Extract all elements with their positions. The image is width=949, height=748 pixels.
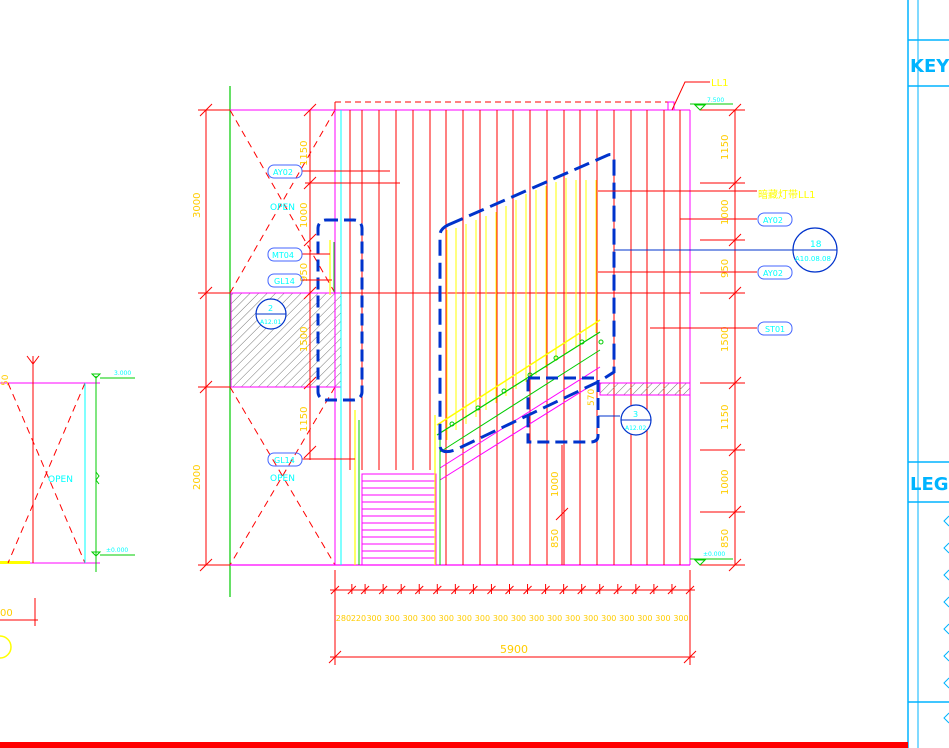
bottom-dim-label: 300 [565, 614, 580, 623]
bottom-dim-label: 300 [601, 614, 616, 623]
dim-right-1000a: 1000 [720, 200, 731, 225]
section-18-num: 18 [810, 240, 822, 250]
tag-ay02-right-b: AY02 [763, 269, 783, 278]
dim-inner-850: 850 [550, 529, 561, 548]
tag-ay02-right-a: AY02 [763, 216, 783, 225]
bottom-dim-label: 300 [385, 614, 400, 623]
bottom-dim-label: 300 [583, 614, 598, 623]
left-level-top: 3.000 [114, 370, 131, 377]
section-18-ref: A10.08.08 [795, 255, 831, 263]
main-elevation: 3000 2000 OPEN OPEN [192, 78, 838, 665]
bottom-dim-label: 280 [336, 614, 351, 623]
detail-callout-landing [526, 376, 600, 444]
section-3-num: 3 [633, 410, 638, 419]
bottom-dim-label: 300 [421, 614, 436, 623]
dim-right-950: 950 [720, 259, 731, 278]
tag-gl14-lower: GL14 [274, 456, 295, 465]
landing-hatch [599, 382, 691, 396]
open-label-upper: OPEN [270, 203, 295, 213]
dim-left-1150a: 1150 [299, 141, 310, 166]
ll1-tag: LL1 [711, 78, 729, 89]
dim-inner-1000: 1000 [550, 472, 561, 497]
left-dim-bottom: 00 [0, 608, 13, 619]
title-block: KEY LEG [907, 0, 949, 748]
sheet-border-bottom [0, 742, 908, 748]
bottom-dim-label: 300 [439, 614, 454, 623]
ll1-note: 暗藏灯带LL1 [758, 188, 816, 201]
bottom-dim-label: 300 [493, 614, 508, 623]
bottom-dim-label: 300 [655, 614, 670, 623]
panel-grid [349, 110, 681, 565]
overall-width-dim: 5900 [500, 643, 528, 656]
bottom-dim-label: 300 [511, 614, 526, 623]
left-dim-side: 50 [1, 374, 11, 386]
bottom-dim-label: 300 [637, 614, 652, 623]
dim-inner-570: 570 [587, 389, 597, 406]
key-label: KEY [910, 56, 949, 77]
section-3-ref: A12.02 [625, 425, 646, 432]
bottom-dim-ticks [330, 584, 695, 595]
stair-flight [329, 240, 604, 566]
tag-gl14-upper: GL14 [274, 277, 295, 286]
dim-right-1150b: 1150 [720, 405, 731, 430]
legend-markers [943, 515, 949, 724]
bottom-dim-label: 300 [366, 614, 381, 623]
bottom-dim-label: 300 [475, 614, 490, 623]
level-bottom: ±0.000 [703, 551, 725, 558]
bottom-dim-label: 300 [403, 614, 418, 623]
dim-right-1500: 1500 [720, 327, 731, 352]
section-2-num: 2 [268, 304, 273, 313]
tag-ay02-left: AY02 [273, 168, 293, 177]
dim-right-850: 850 [720, 529, 731, 548]
bottom-dim-label: 300 [673, 614, 688, 623]
bottom-dim-label: 220 [351, 614, 366, 623]
level-top: 7.500 [707, 97, 724, 104]
dim-right-1000b: 1000 [720, 470, 731, 495]
floor-slab-hatch [230, 292, 342, 388]
dim-left-2000: 2000 [192, 465, 203, 490]
dim-left-950: 950 [299, 263, 310, 282]
open-label-lower: OPEN [270, 474, 295, 484]
left-open-label: OPEN [48, 475, 73, 485]
bottom-dim-label: 300 [529, 614, 544, 623]
detail-callout-stair [438, 153, 616, 454]
tag-mt04: MT04 [272, 251, 294, 260]
bottom-dim-label: 300 [547, 614, 562, 623]
left-level-bottom: ±0.000 [106, 547, 128, 554]
dim-left-1150b: 1150 [299, 407, 310, 432]
balusters [446, 178, 597, 440]
legend-label: LEG [910, 474, 949, 495]
dim-right-1150a: 1150 [720, 135, 731, 160]
bottom-dim-label: 300 [457, 614, 472, 623]
section-2-ref: A12.01 [260, 319, 281, 326]
dim-left-1000: 1000 [299, 203, 310, 228]
bottom-dim-label: 300 [619, 614, 634, 623]
dim-left-1500: 1500 [299, 327, 310, 352]
dim-left-3000: 3000 [192, 193, 203, 218]
tag-st01: ST01 [765, 325, 785, 334]
left-partial-elevation: OPEN 3.000 ±0.000 50 00 [0, 355, 135, 659]
